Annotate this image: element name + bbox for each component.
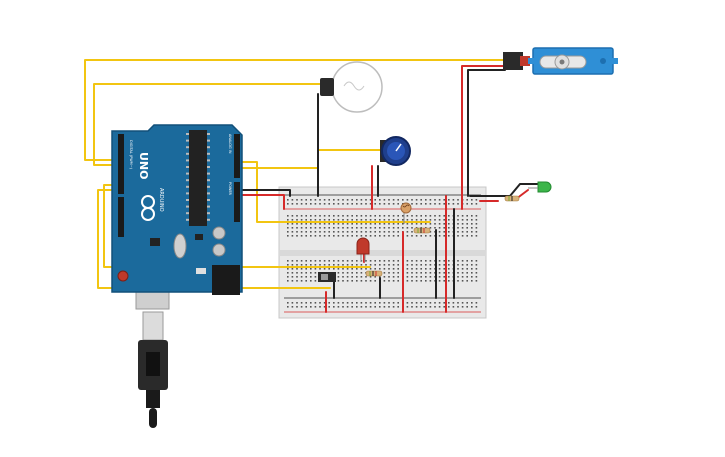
resistor-ldr[interactable] (413, 227, 431, 234)
wire-bulb-signal (93, 83, 329, 166)
slide-switch[interactable] (318, 272, 336, 282)
incandescent-lightbulb[interactable] (320, 61, 383, 113)
micro-servo[interactable] (503, 47, 618, 75)
arduino-model: UNO (137, 152, 150, 180)
wire-servo-vcc (461, 65, 506, 210)
wire-gnd-main (239, 189, 291, 197)
resistor-led[interactable] (365, 270, 383, 277)
wire-5v-main (239, 194, 285, 210)
green-led[interactable] (528, 181, 552, 193)
photoresistor[interactable] (400, 202, 412, 224)
resistor-green-led[interactable] (504, 195, 520, 202)
analog-header-label: ANALOG IN (228, 134, 232, 154)
digital-header-label: DIGITAL (PWM~) (129, 140, 133, 170)
red-led[interactable] (356, 237, 370, 262)
potentiometer[interactable] (380, 136, 411, 166)
arduino-uno[interactable]: UNO ARDUINO DIGITAL (PWM~) POWER ANALOG … (111, 124, 243, 310)
wire-servo-gnd (467, 69, 506, 197)
power-header-label: POWER (228, 182, 232, 196)
arduino-brand: ARDUINO (158, 188, 164, 212)
wire-servo-signal (84, 59, 506, 161)
arduino-logo (141, 195, 155, 221)
wire-green-gnd (469, 183, 541, 197)
wire-pot (239, 149, 381, 169)
breadboard[interactable] (278, 186, 487, 319)
mcu-pins (186, 133, 210, 221)
usb-cable[interactable] (138, 311, 168, 428)
wire-ldr (239, 161, 431, 223)
